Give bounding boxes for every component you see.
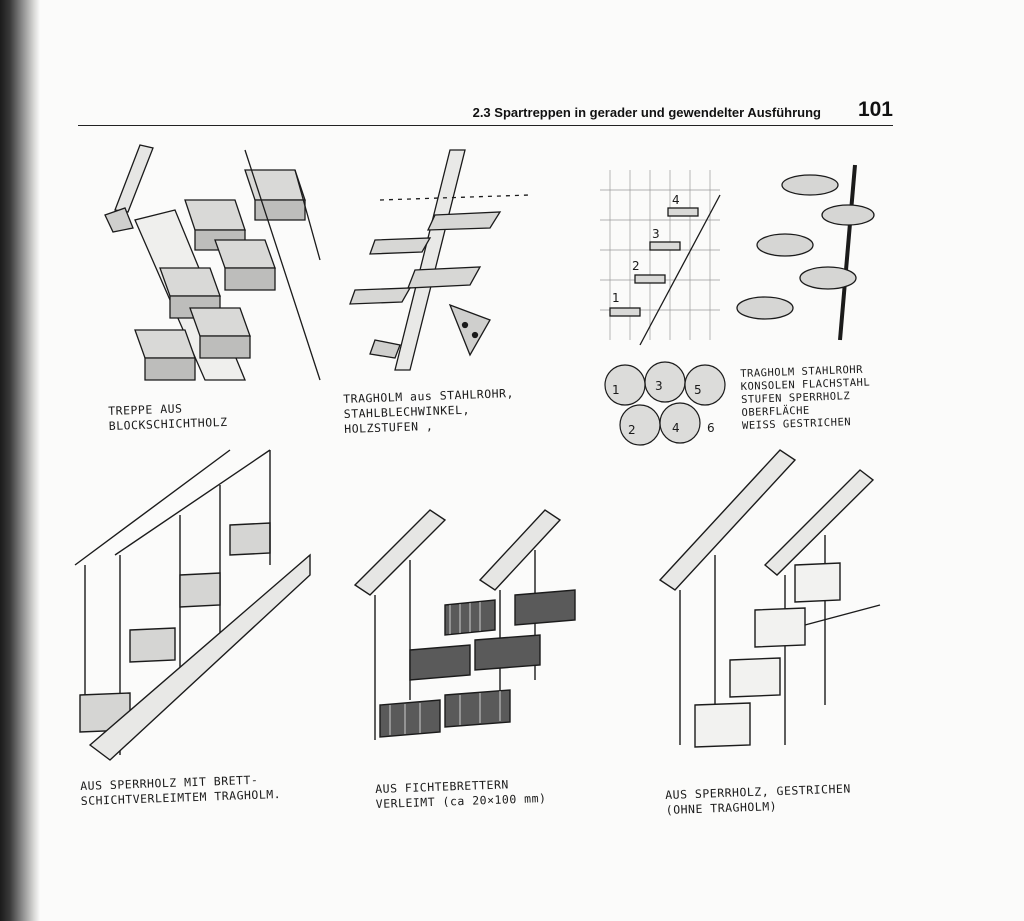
sketch-steel-stringer — [349, 149, 531, 371]
caption-spruce-stair: AUS FICHTEBRETTERN VERLEIMT (ca 20×100 m… — [375, 777, 547, 811]
circle-number: 2 — [628, 423, 636, 437]
circle-number: 3 — [655, 379, 663, 393]
caption-steel-stringer: TRAGHOLM aus STAHLROHR, STAHLBLECHWINKEL… — [343, 386, 515, 436]
sketch-spiral-grid-diagram: 1 2 3 4 1 2 3 4 5 6 — [600, 164, 875, 446]
circle-number: 4 — [672, 421, 680, 435]
caption-plywood-stair: AUS SPERRHOLZ MIT BRETT- SCHICHTVERLEIMT… — [80, 772, 282, 808]
page-header: 2.3 Spartreppen in gerader und gewendelt… — [78, 96, 893, 126]
header-rule — [78, 125, 893, 126]
circle-number: 6 — [707, 421, 715, 435]
sketch-spruce-stair — [353, 509, 576, 740]
caption-spiral-stair: TRAGHOLM STAHLROHR KONSOLEN FLACHSTAHL S… — [740, 363, 871, 432]
section-title: 2.3 Spartreppen in gerader und gewendelt… — [472, 105, 821, 120]
step-number: 3 — [652, 227, 660, 241]
page-number: 101 — [857, 98, 893, 121]
sketch-block-stair — [104, 144, 321, 381]
sketch-painted-plywood-stair — [658, 449, 881, 748]
step-number: 2 — [632, 259, 640, 273]
circle-number: 5 — [694, 383, 702, 397]
sketch-plywood-stair — [74, 449, 311, 761]
step-number: 1 — [612, 291, 620, 305]
caption-block-stair: TREPPE AUS BLOCKSCHICHTHOLZ — [108, 401, 228, 433]
circle-number: 1 — [612, 383, 620, 397]
caption-painted-plywood-stair: AUS SPERRHOLZ, GESTRICHEN (OHNE TRAGHOLM… — [665, 781, 851, 817]
step-number: 4 — [672, 193, 680, 207]
book-spine-shadow — [0, 0, 40, 921]
